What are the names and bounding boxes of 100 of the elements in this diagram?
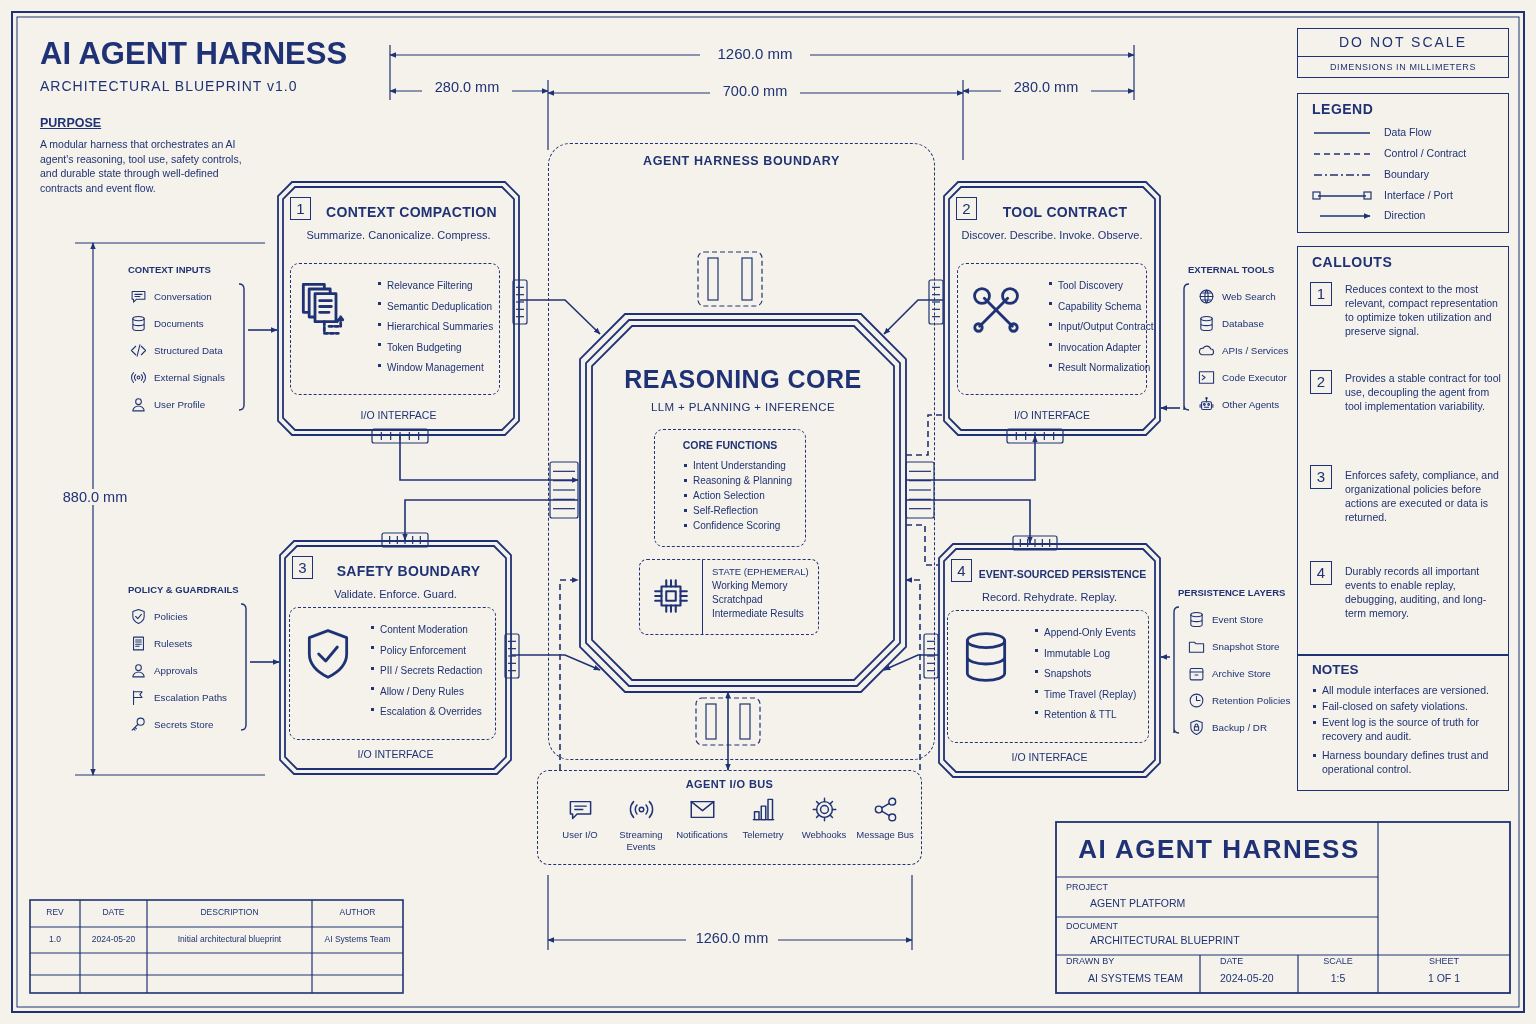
callout-text: Enforces safety, compliance, and organizational policies before actions are executed or data is returned. xyxy=(1345,468,1500,524)
functions-panel xyxy=(654,429,806,547)
arrow xyxy=(883,654,939,671)
item-label: Structured Data xyxy=(154,345,223,356)
panel-heading: LEGEND xyxy=(1312,101,1375,117)
item-label: Secrets Store xyxy=(154,719,214,730)
item-label: Other Agents xyxy=(1222,399,1280,410)
list-item: Scratchpad xyxy=(712,594,763,605)
module-tagline: Summarize. Canonicalize. Compress. xyxy=(305,229,492,241)
module-title: CONTEXT COMPACTION xyxy=(325,204,498,220)
item-label: Archive Store xyxy=(1212,668,1271,679)
state-panel xyxy=(639,559,819,635)
arrow xyxy=(883,299,944,335)
item-label: Event Store xyxy=(1212,614,1264,625)
item-label: Notifications xyxy=(675,829,729,841)
list-item: Working Memory xyxy=(712,580,788,591)
interface-label: I/O INTERFACE xyxy=(1013,409,1091,421)
arrow xyxy=(1160,405,1181,411)
item-label: Approvals xyxy=(154,665,198,676)
item-label: External Signals xyxy=(154,372,225,383)
dimension-label: 280.0 mm xyxy=(1001,79,1091,95)
dashed-connector xyxy=(905,414,944,456)
item-label: User Profile xyxy=(154,399,206,410)
feature-panel xyxy=(289,607,496,740)
list-item: Reasoning & Planning xyxy=(683,473,792,488)
list-item: Intermediate Results xyxy=(712,608,804,619)
panel-heading: CALLOUTS xyxy=(1312,254,1394,270)
item-label: User I/O xyxy=(561,829,599,841)
module-card xyxy=(279,540,512,775)
dimension-label: 700.0 mm xyxy=(710,83,800,99)
arrow xyxy=(519,299,601,335)
module-tagline: Discover. Describe. Invoke. Observe. xyxy=(960,229,1144,241)
arrow xyxy=(905,435,1038,481)
group-heading: PERSISTENCE LAYERS xyxy=(1178,587,1286,598)
notice-text: DIMENSIONS IN MILLIMETERS xyxy=(1329,62,1477,72)
callout-number: 4 xyxy=(1310,561,1332,585)
module-card xyxy=(277,181,520,436)
arrow xyxy=(399,435,579,483)
table-entry: Initial architectural blueprint xyxy=(176,934,283,944)
module-card xyxy=(943,181,1161,436)
callout-number: 2 xyxy=(1310,370,1332,394)
table-entry: 2024-05-20 xyxy=(90,934,137,944)
legend-label: Direction xyxy=(1384,209,1426,221)
field-label: DRAWN BY xyxy=(1066,956,1116,966)
item-label: Database xyxy=(1222,318,1264,329)
arrow xyxy=(249,659,280,665)
item-label: Escalation Paths xyxy=(154,692,227,703)
panel-heading: STATE (EPHEMERAL) xyxy=(712,566,809,577)
table-entry: AI Systems Team xyxy=(323,934,392,944)
title-block-heading: AI AGENT HARNESS xyxy=(1077,834,1361,865)
bus-heading: AGENT I/O BUS xyxy=(684,778,775,790)
feature-panel xyxy=(290,263,500,395)
item-label: Backup / DR xyxy=(1212,722,1267,733)
interface-label: I/O INTERFACE xyxy=(1010,751,1089,763)
arrow xyxy=(402,499,579,541)
module-tagline: Validate. Enforce. Guard. xyxy=(333,588,458,600)
item-label: Webhooks xyxy=(800,829,848,841)
field-label: SHEET xyxy=(1428,956,1460,966)
arrow xyxy=(725,691,731,771)
callout-text: Reduces context to the most relevant, compact representation to optimize token utilization and preserve signal. xyxy=(1345,282,1499,338)
item-label: Message Bus xyxy=(855,829,915,841)
callout-text: Durably records all important events to enable replay, debugging, auditing, and long-term memory. xyxy=(1345,564,1488,620)
item-label: Policies xyxy=(154,611,188,622)
legend-label: Data Flow xyxy=(1384,126,1432,138)
field-value: ARCHITECTURAL BLUEPRINT xyxy=(1090,934,1241,946)
core-module xyxy=(579,313,907,693)
item-label: Code Executor xyxy=(1222,372,1287,383)
legend-label: Control / Contract xyxy=(1384,147,1467,159)
field-value: 2024-05-20 xyxy=(1220,972,1275,984)
item-label: Streaming Events xyxy=(618,829,664,853)
interface-label: I/O INTERFACE xyxy=(356,748,435,760)
section-heading: PURPOSE xyxy=(40,116,103,130)
arrow xyxy=(247,327,278,333)
dashed-connector xyxy=(905,524,939,566)
callout-text: Provides a stable contract for tool use, decoupling the agent from tool implementation variability. xyxy=(1345,371,1502,413)
field-value: AGENT PLATFORM xyxy=(1090,897,1187,909)
subtitle: ARCHITECTURAL BLUEPRINT v1.0 xyxy=(40,78,299,94)
arrow xyxy=(511,654,601,671)
item-label: APIs / Services xyxy=(1222,345,1289,356)
item-label: Conversation xyxy=(154,291,212,302)
group-heading: EXTERNAL TOOLS xyxy=(1188,264,1275,275)
item-label: Retention Policies xyxy=(1212,695,1291,706)
panel-heading: NOTES xyxy=(1312,662,1360,677)
notice-heading: DO NOT SCALE xyxy=(1338,34,1468,50)
dimension-label: 1260.0 mm xyxy=(686,930,778,946)
dimension-label: 280.0 mm xyxy=(422,79,512,95)
group-heading: POLICY & GUARDRAILS xyxy=(128,584,239,595)
column-header: REV xyxy=(45,907,65,917)
field-value: 1 OF 1 xyxy=(1426,972,1462,984)
field-label: PROJECT xyxy=(1066,882,1109,892)
group-heading: CONTEXT INPUTS xyxy=(128,264,211,275)
module-card xyxy=(938,543,1161,778)
purpose-text: A modular harness that orchestrates an AI agent's reasoning, tool use, safety controls, and durable state through well-defined contracts and event flow. xyxy=(40,137,243,195)
column-header: AUTHOR xyxy=(338,907,377,917)
bus-panel xyxy=(537,770,922,865)
item-label: Telemetry xyxy=(741,829,785,841)
field-label: DOCUMENT xyxy=(1066,921,1119,931)
page-title: AI AGENT HARNESS xyxy=(40,36,348,72)
arrow xyxy=(1160,654,1171,660)
field-label: SCALE xyxy=(1322,956,1354,966)
